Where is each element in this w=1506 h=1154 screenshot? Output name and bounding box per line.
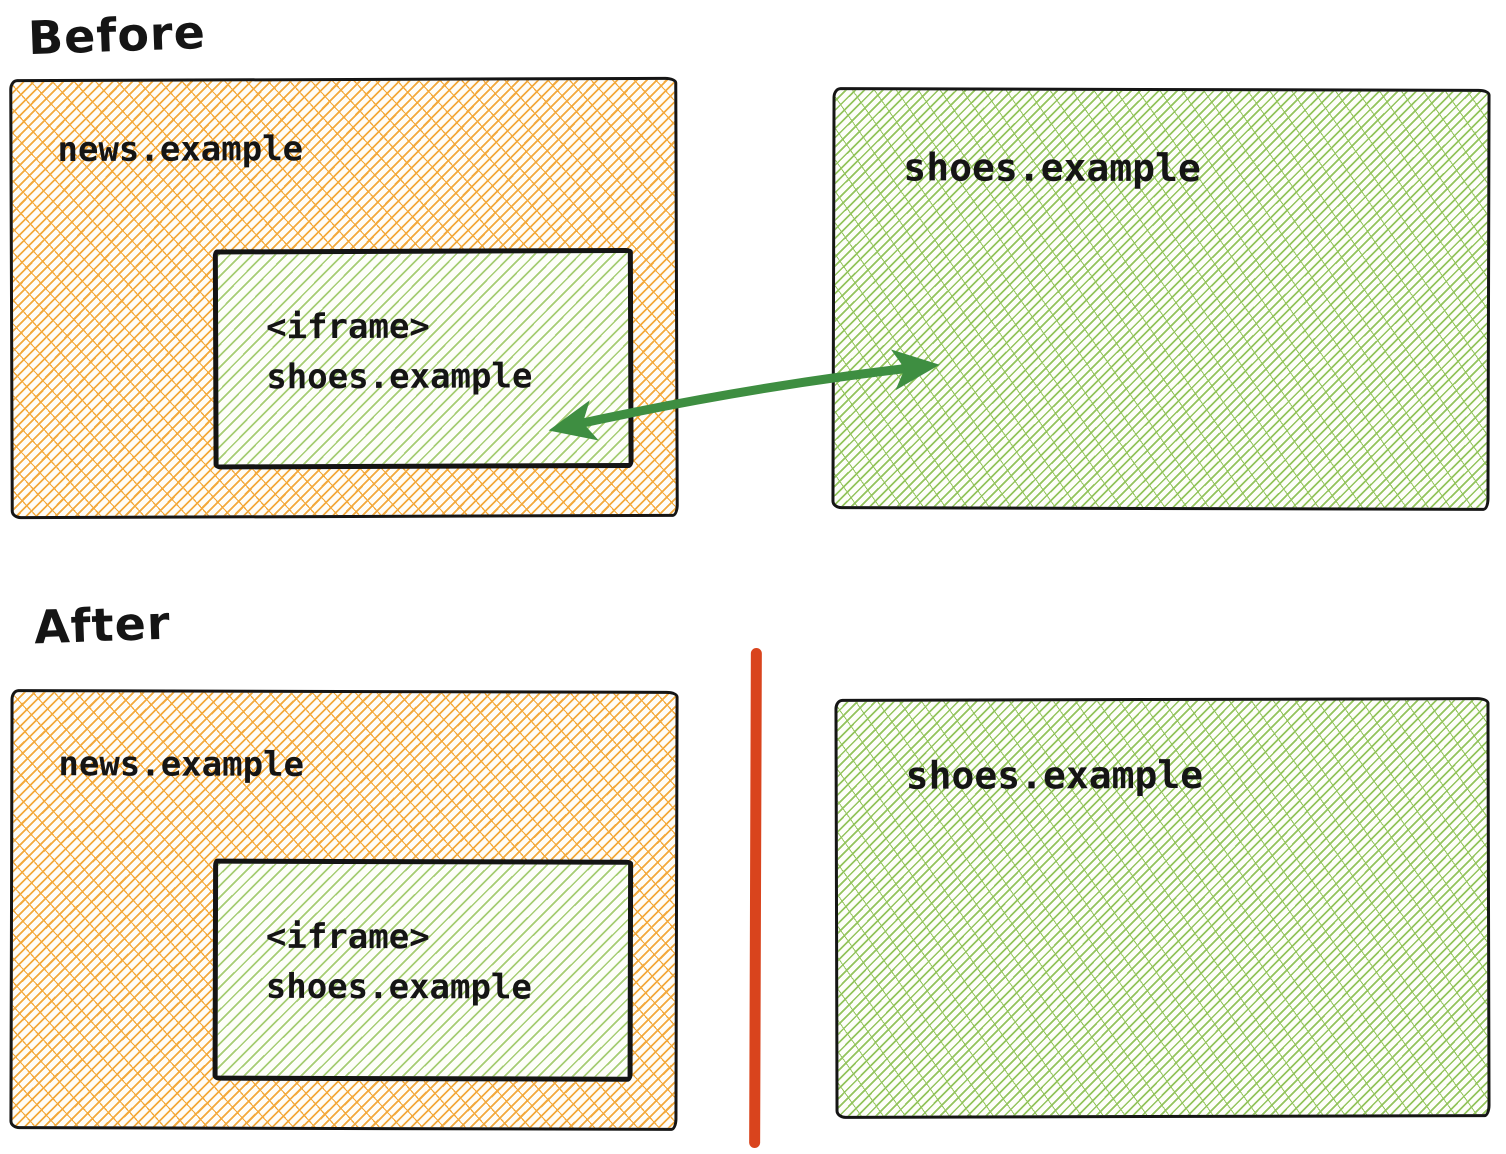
after-news-label: news.example <box>58 744 305 785</box>
before-news-label: news.example <box>57 129 304 170</box>
before-iframe-tag-line: <iframe> <box>266 306 430 348</box>
before-shoes-box: shoes.example <box>831 87 1491 511</box>
after-iframe-tag-line: <iframe> <box>265 916 430 958</box>
after-title: After <box>33 595 172 655</box>
after-iframe-text: <iframe> shoes.example <box>266 912 532 1013</box>
after-news-box: news.example <iframe> shoes.example <box>9 689 679 1131</box>
partition-separator-line <box>749 647 762 1149</box>
before-news-box: news.example <iframe> shoes.example <box>9 76 679 520</box>
after-iframe-box: <iframe> shoes.example <box>212 858 634 1082</box>
after-shoes-box: shoes.example <box>834 697 1491 1119</box>
before-iframe-domain-line: shoes.example <box>266 356 533 398</box>
before-iframe-text: <iframe> shoes.example <box>266 301 532 402</box>
before-title: Before <box>27 4 207 66</box>
before-iframe-box: <iframe> shoes.example <box>212 247 634 470</box>
after-iframe-domain-line: shoes.example <box>265 966 532 1008</box>
before-shoes-label: shoes.example <box>903 145 1201 191</box>
after-shoes-label: shoes.example <box>905 752 1204 798</box>
